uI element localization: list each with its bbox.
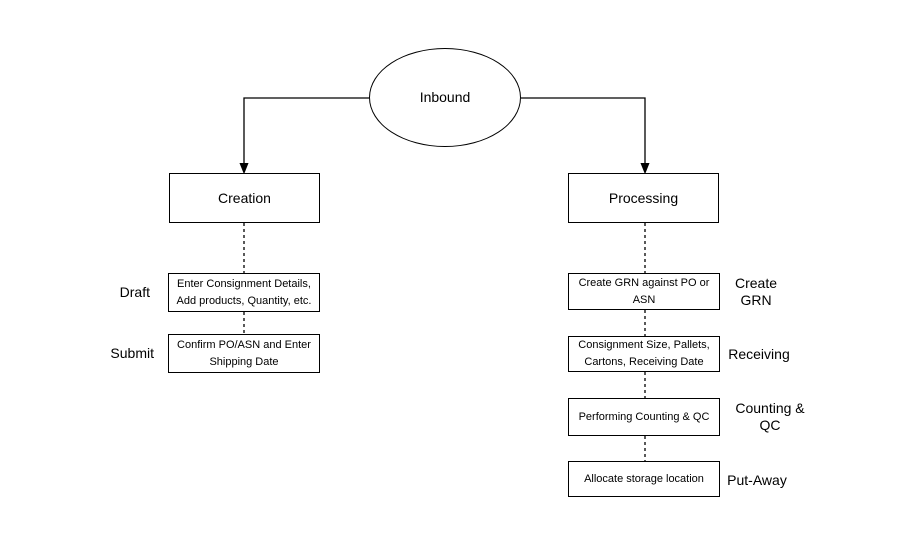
step-box-put-away-text: Allocate storage location [584,472,704,485]
step-box-submit-text: Confirm PO/ASN and Enter Shipping Date [177,338,311,368]
processing-node: Processing [568,173,719,223]
side-label-put-away: Put-Away [727,472,787,488]
processing-node-label: Processing [608,189,679,206]
side-label-draft: Draft [119,284,150,300]
inbound-node-label: Inbound [419,89,471,105]
side-label-counting-qc: Counting & QC [735,400,805,433]
side-label-submit: Submit [110,345,154,361]
step-box-counting-qc: Performing Counting & QC [568,398,720,436]
side-label-create-grn: Create GRN [734,275,778,308]
step-box-receiving: Consignment Size, Pallets, Cartons, Rece… [568,336,720,372]
creation-node: Creation [169,173,320,223]
step-box-draft: Enter Consignment Details, Add products,… [168,273,320,312]
creation-node-label: Creation [218,189,271,206]
step-box-receiving-text: Consignment Size, Pallets, Cartons, Rece… [578,339,710,368]
step-box-draft-text: Enter Consignment Details, Add products,… [176,277,312,307]
step-box-counting-qc-text: Performing Counting & QC [578,410,710,423]
connector-inbound-to-processing [521,97,646,164]
step-box-create-grn-text: Create GRN against PO or ASN [578,276,710,306]
inbound-node: Inbound [369,48,521,147]
connector-inbound-to-creation [243,97,369,164]
step-box-create-grn: Create GRN against PO or ASN [568,273,720,310]
arrowhead-down-icon [640,163,650,175]
step-box-submit: Confirm PO/ASN and Enter Shipping Date [168,334,320,373]
side-label-receiving: Receiving [728,346,790,362]
arrowhead-down-icon [239,163,249,175]
step-box-put-away: Allocate storage location [568,461,720,497]
